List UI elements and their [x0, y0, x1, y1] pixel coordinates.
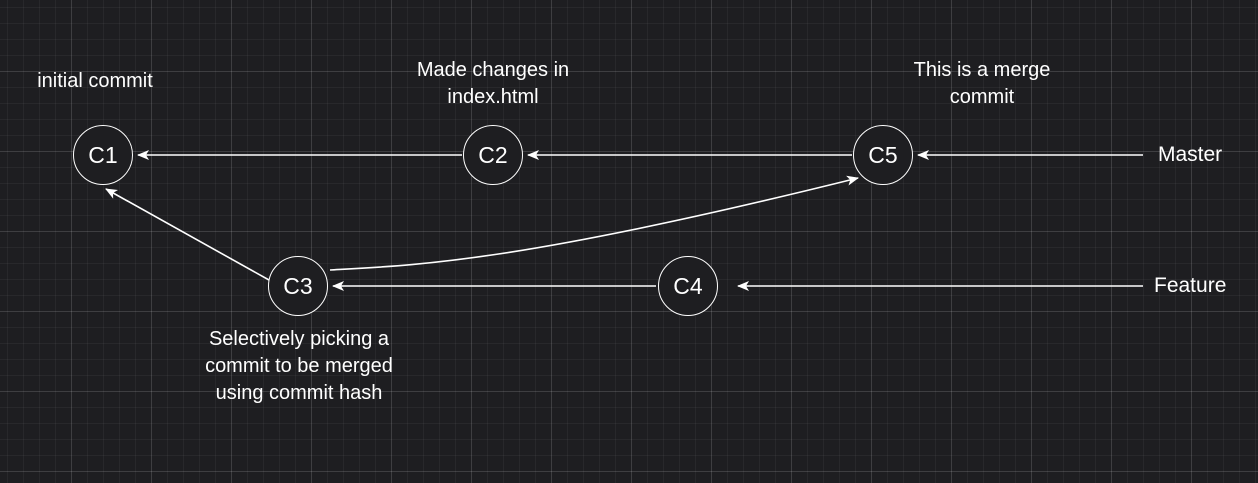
annotation-cherry-pick: Selectively picking a commit to be merge… [205, 328, 393, 404]
commit-node-c4[interactable]: C4 [658, 256, 718, 316]
annotation-initial-commit: initial commit [37, 70, 153, 92]
commit-label-c4: C4 [673, 272, 703, 299]
commit-node-c5[interactable]: C5 [853, 125, 913, 185]
commit-label-c5: C5 [868, 141, 898, 168]
annotation-c2-changes: Made changes in index.html [416, 59, 570, 108]
commit-label-c3: C3 [283, 272, 313, 299]
edge-c3-to-c1 [105, 188, 270, 281]
commit-node-c2[interactable]: C2 [463, 125, 523, 185]
branch-label-master[interactable]: Master [1158, 143, 1223, 166]
commit-label-c1: C1 [88, 141, 118, 168]
edge-c3-to-c5 [329, 175, 859, 271]
commit-node-c3[interactable]: C3 [268, 256, 328, 316]
annotation-merge-commit: This is a merge commit [913, 59, 1051, 108]
commit-label-c2: C2 [478, 141, 508, 168]
commit-node-c1[interactable]: C1 [73, 125, 133, 185]
branch-label-feature[interactable]: Feature [1154, 274, 1227, 297]
